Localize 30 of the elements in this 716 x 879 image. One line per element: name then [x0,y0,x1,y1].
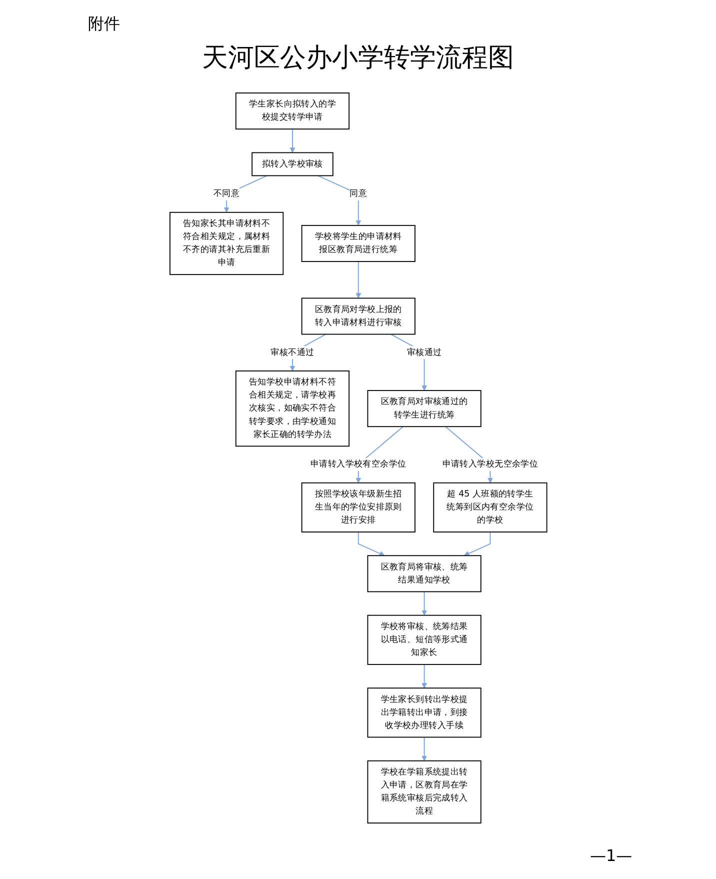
node-box: 区教育局将审核、统筹结果通知学校 [366,555,481,592]
node-box: 区教育局对学校上报的转入申请材料进行审核 [300,298,416,335]
node-box: 按照学校该年级新生招生当年的学位安排原则进行安排 [300,482,416,532]
header-label: 附件 [88,14,120,35]
node-box: 学校将学生的申请材料报区教育局进行统筹 [300,224,416,262]
edge-label: 不同意 [213,188,240,199]
node-box: 学生家长到转出学校提出学籍转出申请，到接收学校办理转入手续 [366,688,481,738]
node-box: 学校将审核、统筹结果以电话、短信等形式通知家长 [366,614,481,665]
arrow [464,532,490,556]
node-box: 学生家长向拟转入的学校提交转学申请 [235,92,350,130]
edge-label: 审核不通过 [270,347,314,358]
title: 天河区公办小学转学流程图 [202,42,514,75]
arrow [355,261,361,298]
arrow [421,736,427,762]
node-box: 告知学校申请材料不符合相关规定，请学校再次核实，如确实不符合转学要求，由学校通知家长正确的转学办法 [235,370,350,447]
edge-label: 同意 [349,188,367,199]
arrow [421,591,427,616]
edge-label: 审核通过 [406,347,442,358]
node-box: 告知家长其申请材料不符合相关规定，属材料不齐的请其补充后重新申请 [169,212,284,276]
node-box: 拟转入学校审核 [251,152,333,176]
arrow [317,175,361,226]
edge-label: 申请转入学校无空余学位 [442,459,538,470]
page-number: —1— [590,846,632,865]
node-box: 区教育局对审核通过的转学生进行统筹 [366,390,481,428]
arrow [358,532,384,556]
arrow [421,664,427,688]
arrow [289,128,295,153]
edge-label: 申请转入学校有空余学位 [310,459,406,470]
node-box: 学校在学籍系统提出转入申请，区教育局在学籍系统审核后完成转入流程 [366,760,481,824]
node-box: 超 45 人班额的转学生统筹到区内有空余学位的学校 [432,482,547,532]
